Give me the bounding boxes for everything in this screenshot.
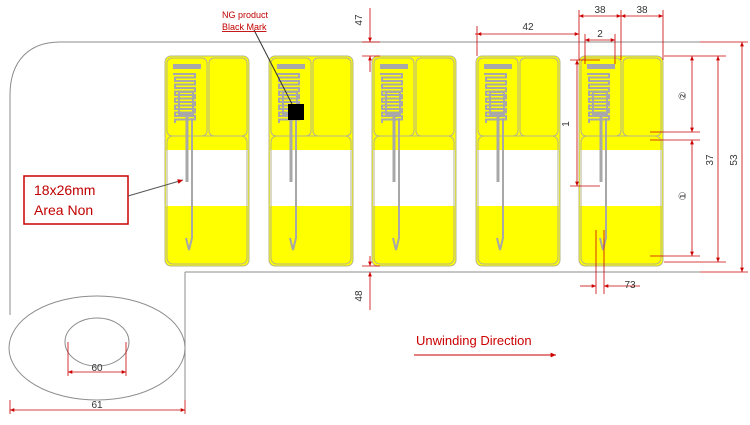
dim-height-37: 37 [705,154,716,166]
non-area-band [373,150,455,206]
dim-zone-1: ① [678,191,689,200]
black-mark [288,104,304,120]
area-size-text: 18x26mm [34,182,95,198]
area-callout-box [23,175,129,225]
black-mark-leader [253,29,293,105]
non-area-band [477,150,559,206]
dim-bottom-73: 73 [624,280,636,291]
label-tile-right [208,57,248,137]
dim-core-60: 60 [91,363,103,374]
rfid-label [164,55,250,267]
antenna-stem-b [496,118,504,251]
black-mark-text: Black Mark [222,22,267,32]
antenna-meander [587,73,610,123]
antenna-top-bar [484,64,512,69]
non-area-band [166,150,248,206]
label-lower-panel [477,135,559,265]
rfid-label [268,55,354,267]
rfid-label [578,55,664,267]
antenna-stem-b [599,118,607,251]
antenna-top-bar [587,64,615,69]
label-array [164,55,664,267]
non-area-band [580,150,662,206]
label-tile-right [519,57,559,137]
antenna-meander [173,73,196,123]
dim-height-53: 53 [729,154,740,166]
dim-width-b: 38 [636,5,648,16]
rfid-label [371,55,457,267]
dim-zone-2: ② [678,91,689,100]
non-area-band [270,150,352,206]
roll-core [64,317,130,367]
unwinding-direction-text: Unwinding Direction [416,333,532,348]
dim-top-gap: 47 [354,14,365,26]
label-lower-panel [166,135,248,265]
area-callout-leader [127,179,184,197]
ng-product-text: NG product [222,10,269,20]
roll-wrap-curve [9,41,61,315]
dimension-lines [9,8,748,414]
dim-pitch: 42 [522,22,534,33]
label-lower-panel [270,135,352,265]
rfid-label [475,55,561,267]
antenna-stem-b [289,118,297,251]
area-non-text: Area Non [34,202,93,218]
antenna-top-bar [277,64,305,69]
dim-inner-1: 1 [561,121,572,127]
antenna-meander [484,73,507,123]
dim-width-a: 38 [594,5,606,16]
antenna-top-bar [173,64,201,69]
label-lower-panel [580,135,662,265]
label-tile-right [415,57,455,137]
antenna-top-bar [380,64,408,69]
antenna-meander [380,73,403,123]
dim-bottom-gap: 48 [354,290,365,302]
label-tile-right [312,57,352,137]
dim-roll-61: 61 [91,400,103,411]
label-tile-right [622,57,662,137]
dim-small-gap: 2 [597,29,603,40]
label-lower-panel [373,135,455,265]
antenna-stem-b [185,118,193,251]
dimension-labels: 47 48 42 38 38 2 1 ② ① 37 53 73 60 61 [91,5,740,411]
antenna-stem-b [392,118,400,251]
antenna-meander [277,73,300,123]
